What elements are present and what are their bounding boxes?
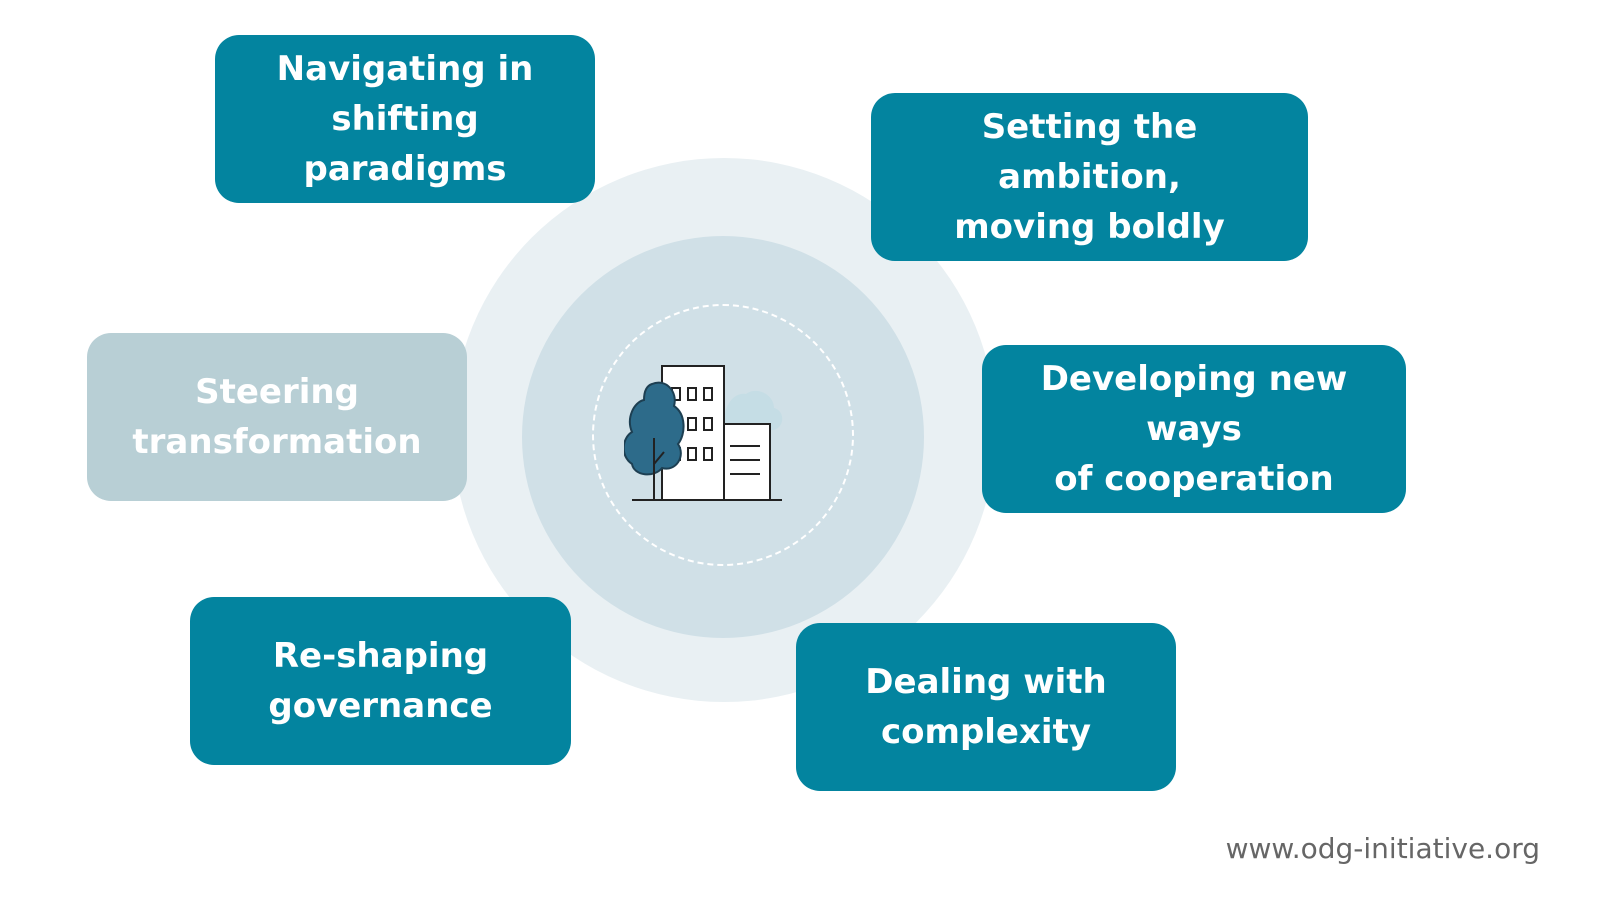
item-label: Setting the ambition, moving boldly — [954, 107, 1225, 247]
dashed-ring — [592, 304, 854, 566]
item-developing-cooperation: Developing new ways of cooperation — [982, 345, 1406, 513]
city-building-tree-icon — [622, 364, 804, 514]
item-setting-ambition: Setting the ambition, moving boldly — [871, 93, 1308, 261]
item-label: Dealing with complexity — [865, 662, 1107, 752]
item-reshaping-governance: Re-shaping governance — [190, 597, 571, 765]
item-dealing-complexity: Dealing with complexity — [796, 623, 1176, 791]
footer-url: www.odg-initiative.org — [1225, 832, 1540, 865]
item-label: Navigating in shifting paradigms — [276, 49, 534, 189]
item-label: Re-shaping governance — [268, 636, 493, 726]
item-navigating-paradigms: Navigating in shifting paradigms — [215, 35, 595, 203]
item-label: Steering transformation — [132, 372, 422, 462]
item-label: Developing new ways of cooperation — [1040, 359, 1348, 499]
item-steering-transformation: Steering transformation — [87, 333, 467, 501]
